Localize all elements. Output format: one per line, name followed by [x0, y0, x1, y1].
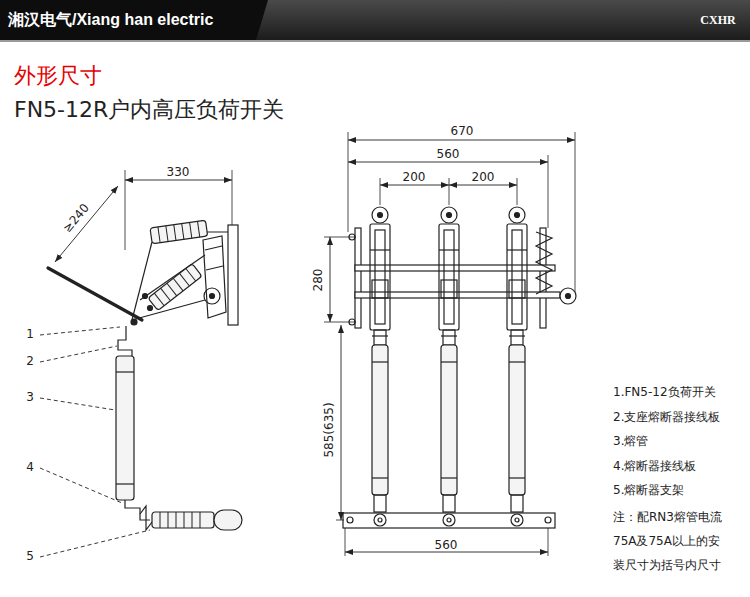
dimension: 560 — [435, 148, 462, 160]
callout-number: 2 — [26, 355, 34, 369]
dimension: 280 — [312, 267, 324, 294]
dimension: 200 — [401, 171, 428, 183]
dimension: 200 — [470, 171, 497, 183]
brand-code: CXHR — [700, 14, 735, 28]
section-heading: 外形尺寸 — [14, 63, 102, 88]
dimension: 560 — [433, 539, 460, 551]
part-list-item: 3.熔管 — [613, 435, 648, 449]
dimension: 585(635) — [323, 400, 335, 459]
dimension: 330 — [165, 166, 192, 178]
part-list-item: 2.支座熔断器接线板 — [613, 411, 720, 425]
callout-number: 4 — [26, 461, 34, 475]
callout-number: 1 — [26, 328, 34, 342]
callout-number: 3 — [26, 391, 34, 405]
brand-name: 湘汉电气/Xiang han electric — [8, 11, 213, 29]
part-list-item: 4.熔断器接线板 — [613, 460, 696, 474]
dimension: ≥240 — [60, 200, 93, 236]
part-list-item: 1.FN5-12负荷开关 — [613, 386, 716, 400]
product-title: FN5-12R户内高压负荷开关 — [14, 97, 284, 122]
note-text: 注：配RN3熔管电流 75A及75A以上的安 装尺寸为括号内尺寸 — [613, 505, 741, 577]
dimension: 670 — [449, 125, 476, 137]
callout-number: 5 — [26, 550, 34, 564]
part-list-item: 5.熔断器支架 — [613, 484, 684, 498]
